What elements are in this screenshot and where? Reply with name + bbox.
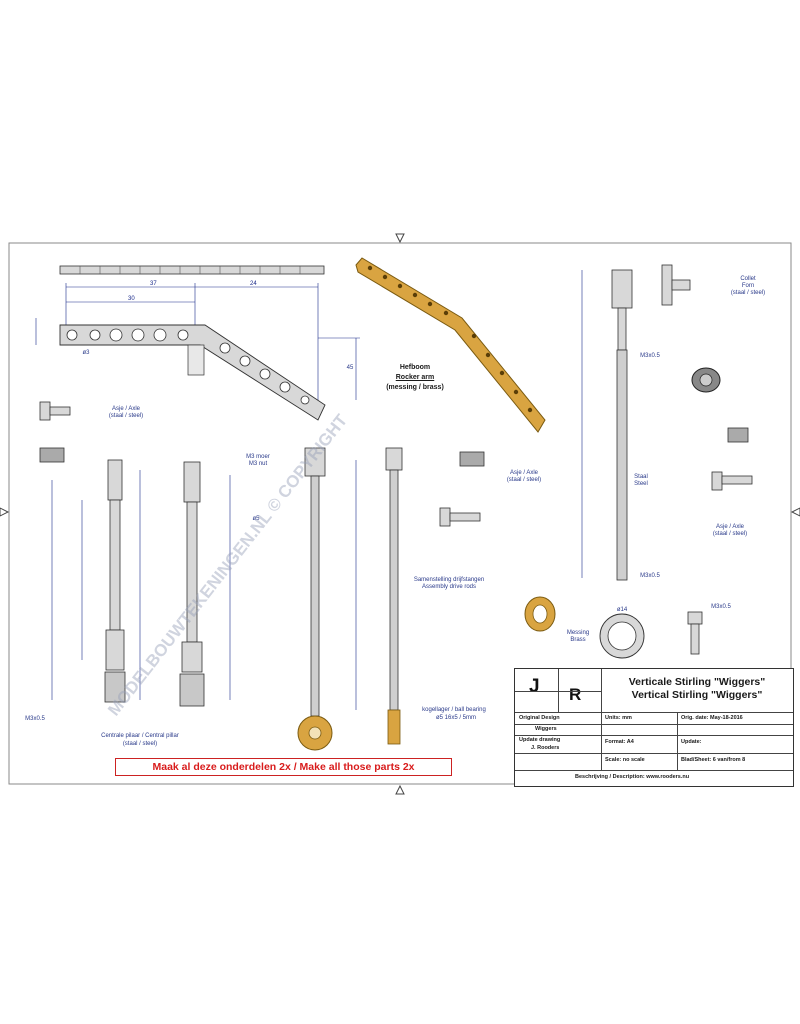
title-block: J R Verticale Stirling "Wiggers" Vertica… <box>514 668 794 787</box>
central-pillar-label: Centrale pilaar / Central pillar <box>101 733 179 739</box>
center-mark-bottom <box>395 784 405 795</box>
pillar-middle-drawing <box>179 461 231 707</box>
assembly-label-en: Assembly drive rods <box>421 584 477 590</box>
center-mark-top <box>395 233 405 244</box>
brass-label: Brass <box>570 637 586 643</box>
brass-ring-3d <box>524 596 556 632</box>
messing-label: Messing <box>566 630 590 636</box>
dim-m3-1: M3x0.5 <box>640 353 660 359</box>
rocker-material: (messing / brass) <box>386 384 444 391</box>
update-drawing-by: J. Rooders <box>531 745 560 751</box>
rocker-title-en: Rocker arm <box>395 374 435 381</box>
drive-rod-1 <box>297 447 357 751</box>
sheet-number: Blad/Sheet: 6 van/from 8 <box>681 757 746 763</box>
assembly-label-nl: Samenstelling drijfstangen <box>413 577 485 583</box>
center-mark-left <box>0 507 10 517</box>
center-mark-right <box>790 507 800 517</box>
rocker-arm-top-view <box>59 265 325 275</box>
ball-bearing-label: kogellager / ball bearing <box>422 707 486 713</box>
dim-30: 30 <box>128 296 135 302</box>
central-pillar-material: (staal / steel) <box>122 741 158 747</box>
logo-j: J <box>529 676 540 697</box>
collet-material: (staal / steel) <box>730 290 766 296</box>
drive-rod-2 <box>385 447 403 745</box>
rocker-dimensions <box>35 283 360 420</box>
axle-right-drawing <box>711 427 753 491</box>
rocker-arm-side-view <box>59 324 326 421</box>
dim-24: 24 <box>250 281 257 287</box>
scale: Scale: no scale <box>605 757 645 763</box>
dim-m3-4: M3x0.5 <box>25 716 45 722</box>
axle-left-drawing <box>39 401 71 463</box>
original-design-label: Original Design <box>519 715 560 721</box>
rocker-arm-3d <box>355 257 546 433</box>
pin-drawing <box>687 611 703 655</box>
ring-front-view <box>599 613 645 659</box>
dim-m3-2: M3x0.5 <box>640 573 660 579</box>
update-drawing-label: Update drawing <box>519 737 561 743</box>
title-en: Vertical Stirling "Wiggers" <box>631 689 763 701</box>
title-nl: Verticale Stirling "Wiggers" <box>628 676 766 688</box>
make-twice-note: Maak al deze onderdelen 2x / Make all th… <box>115 758 452 776</box>
description: Beschrijving / Description: www.rooders.… <box>575 774 690 780</box>
axle-right-material: (staal / steel) <box>712 531 748 537</box>
dim-m3-3: M3x0.5 <box>711 604 731 610</box>
dim-phi5: ø5 <box>252 516 260 522</box>
steel-label: Steel <box>634 481 648 487</box>
collet-3d <box>691 367 721 393</box>
collet-drawing <box>661 264 691 306</box>
orig-date: Orig. date: May-18-2016 <box>681 715 743 721</box>
rocker-title-nl: Hefboom <box>399 364 431 371</box>
update: Update: <box>681 739 702 745</box>
m3-nut-label: M3 moer <box>246 454 270 460</box>
central-pillar-drawing <box>51 459 141 703</box>
axle-left-label: Asje / Axle <box>111 406 140 412</box>
logo-r: R <box>569 685 582 704</box>
format: Format: A4 <box>605 739 634 745</box>
dim-37: 37 <box>150 281 157 287</box>
ball-bearing-size: ø5 16x5 / 5mm <box>435 715 476 721</box>
steel-rod-right <box>581 269 633 581</box>
units: Units: mm <box>605 715 632 721</box>
m3-nut-label-2: M3 nut <box>248 461 268 467</box>
axle-mid-drawing <box>439 451 485 527</box>
dim-phi3: ø3 <box>82 350 90 356</box>
dim-45: 45 <box>346 365 354 371</box>
original-design-by: Wiggers <box>535 726 557 732</box>
dim-phi14: ø14 <box>616 607 628 613</box>
axle-mid-material: (staal / steel) <box>506 477 542 483</box>
axle-right-label: Asje / Axle <box>715 524 744 530</box>
staal-label: Staal <box>634 474 648 480</box>
collet-label: Collet <box>740 276 756 282</box>
collet-label-en: Forn <box>741 283 755 289</box>
axle-left-material: (staal / steel) <box>108 413 144 419</box>
axle-mid-label: Asje / Axle <box>509 470 538 476</box>
